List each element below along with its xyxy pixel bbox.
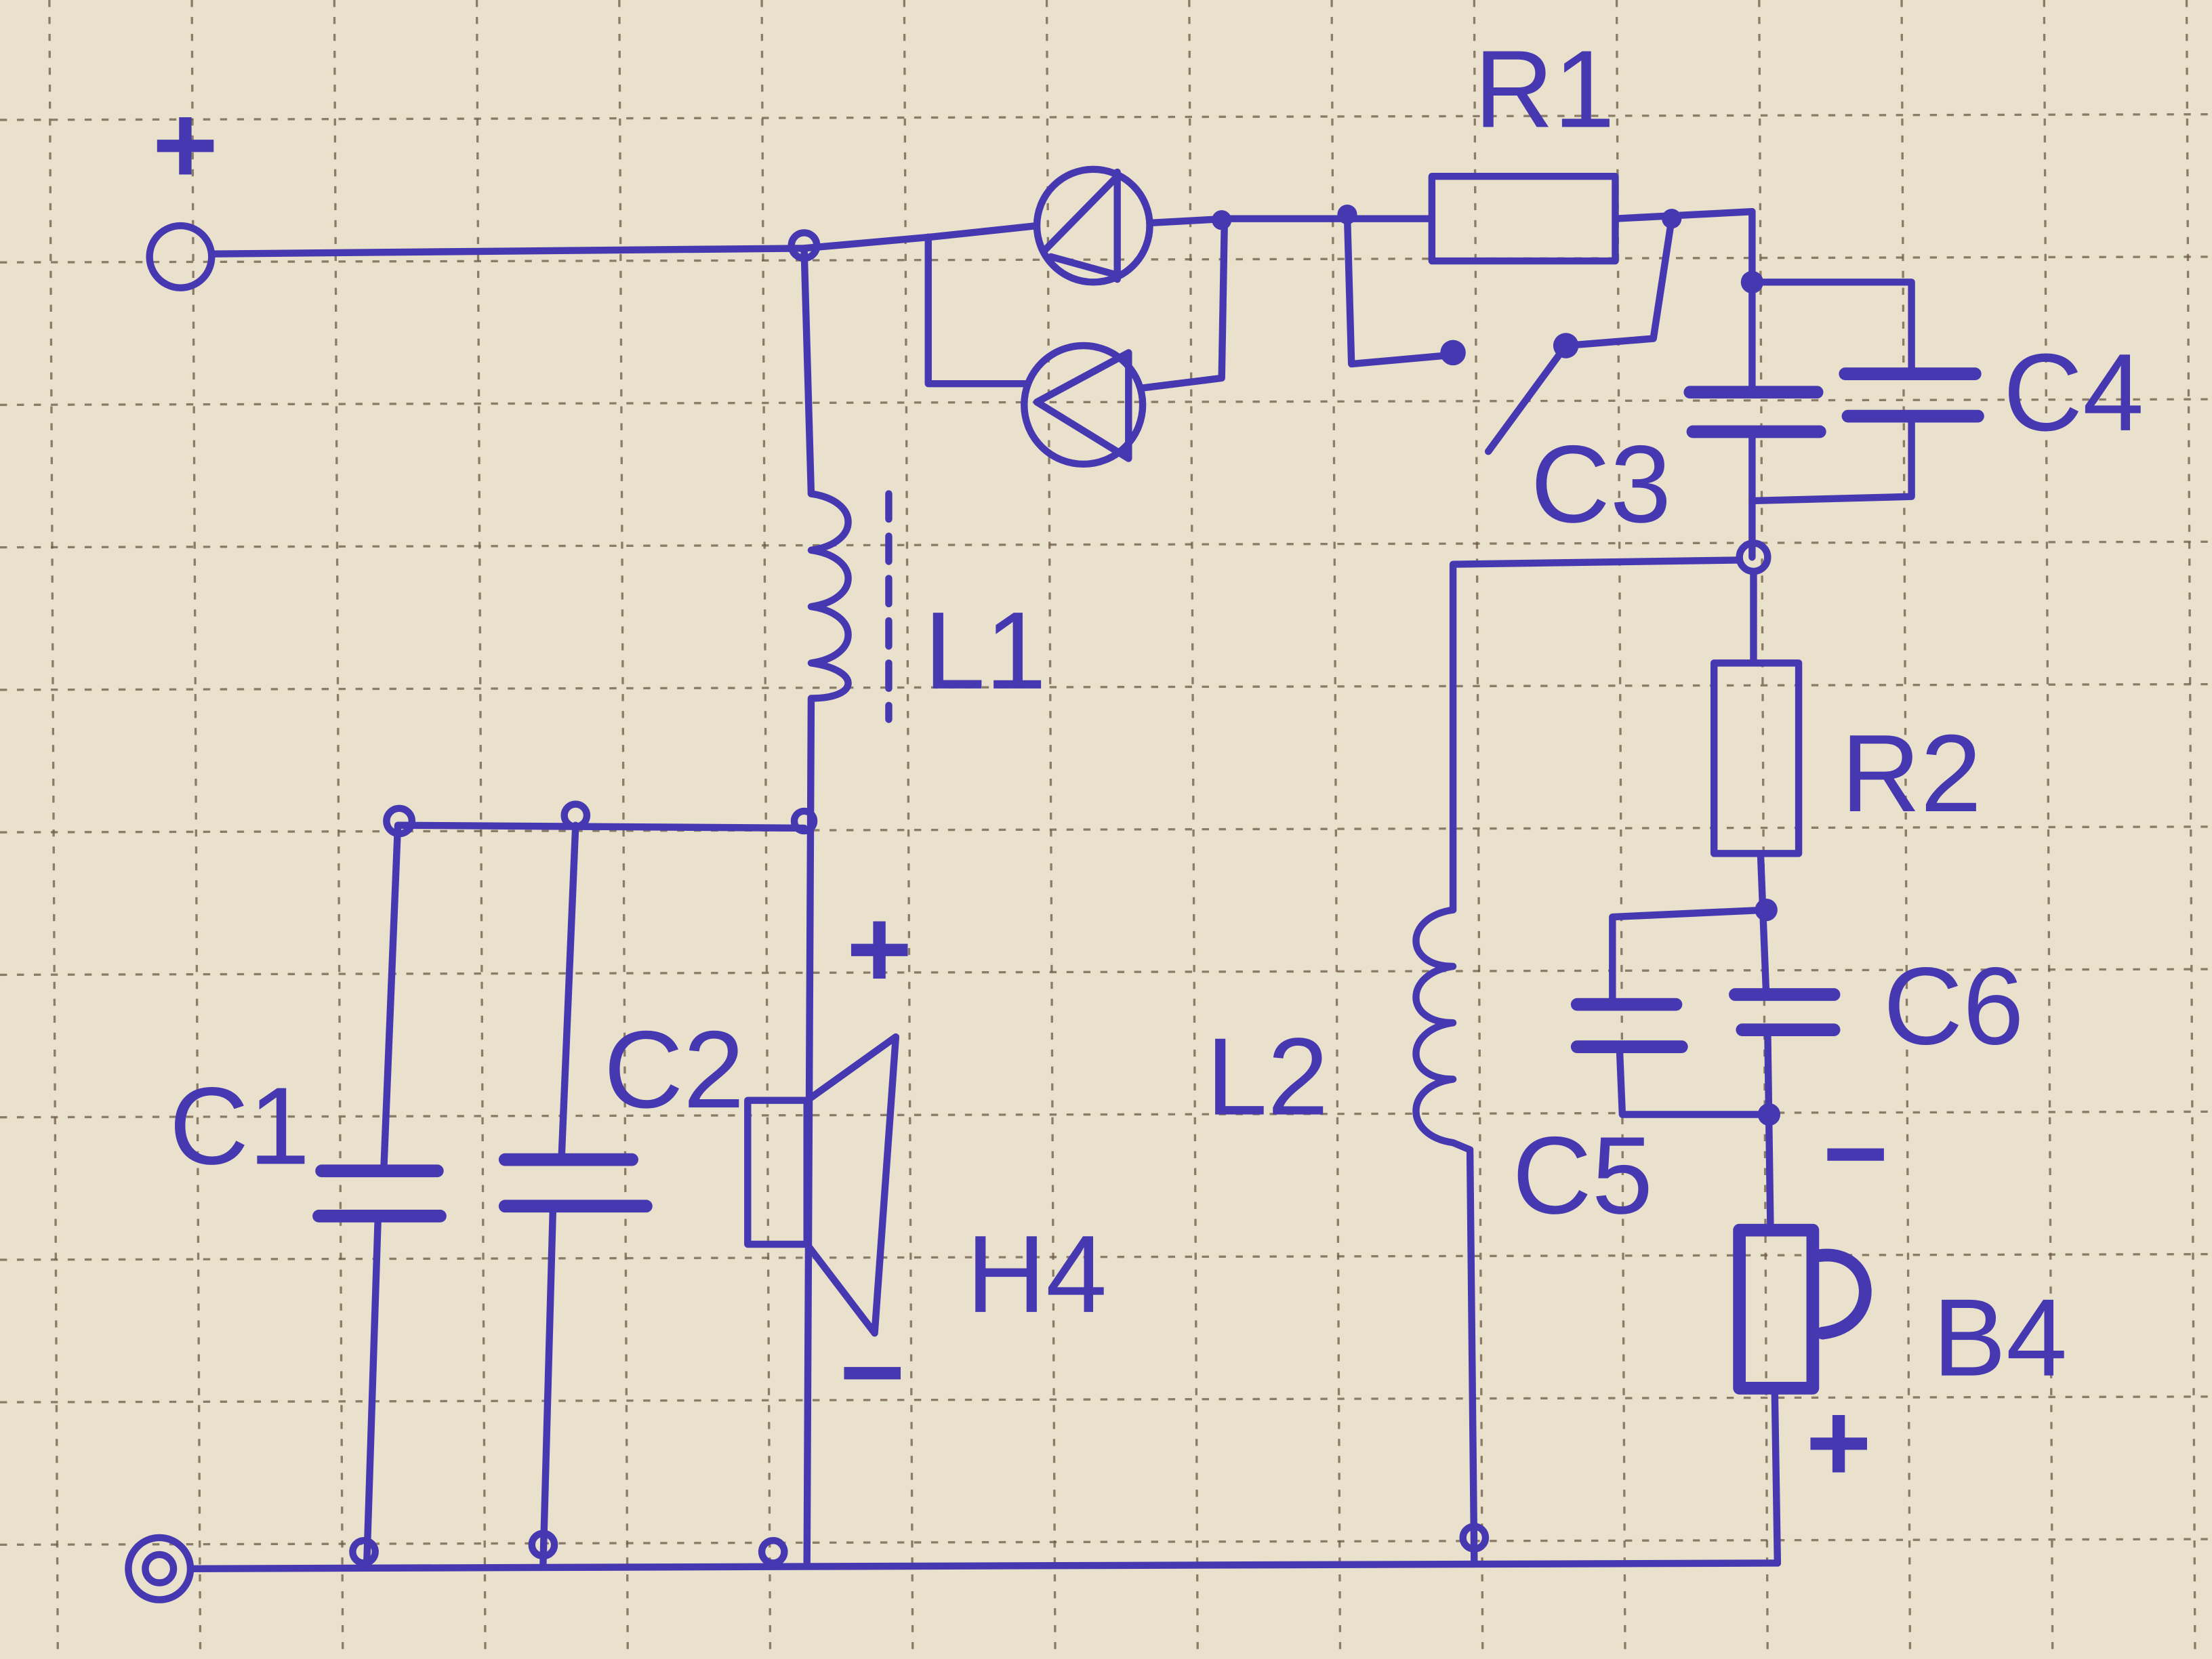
grid-line-horizontal [0,1538,2212,1547]
capacitor-c5: C5 [1513,906,1773,1237]
grid-line-horizontal [0,968,2212,977]
diode-lower-icon [1021,342,1147,468]
speaker-h4: + − H4 [744,886,1107,1435]
label-l2: L2 [1206,1015,1329,1138]
grid-line-horizontal [0,825,2212,834]
label-c6: C6 [1883,945,2024,1067]
label-c1: C1 [169,1065,310,1187]
grid-line-horizontal [0,398,2212,407]
input-terminal-positive: + [146,82,218,291]
capacitor-c4: C4 [1748,279,2144,505]
label-c2: C2 [604,1008,745,1131]
diode-pair [924,165,1351,468]
microphone-b4: − + B4 [1733,1090,2068,1567]
capacitor-c3: C3 [1531,208,1826,561]
grid-line-horizontal [0,1252,2212,1261]
grid-line-vertical [475,0,487,1659]
label-r1: R1 [1474,28,1615,150]
resistor-r1: R1 [1343,28,1756,265]
grid-line-vertical [1900,0,1912,1659]
input-terminal-ground [125,1534,194,1603]
switch [1337,204,1682,455]
grid-line-horizontal [0,540,2212,549]
top-rail-wire [208,233,935,258]
resistor-r2: R2 [1710,567,1982,998]
inductor-l2: L2 [1206,556,1743,1567]
grid-line-vertical [48,0,60,1659]
grid-line-horizontal [0,1395,2212,1404]
label-c3: C3 [1531,423,1672,546]
grid-line-vertical [2185,0,2196,1659]
grid-line-horizontal [0,682,2212,691]
h4-plus-sign: + [846,886,912,1012]
grid-line-vertical [1615,0,1626,1659]
grid-line-vertical [903,0,914,1659]
b4-plus-sign: + [1805,1380,1871,1506]
grid-line-horizontal [0,255,2212,264]
grid-line-vertical [190,0,202,1659]
input-plus-sign: + [152,82,218,208]
capacitor-c2: C2 [498,800,745,1567]
label-c4: C4 [2003,331,2144,454]
h4-minus-sign: − [840,1309,905,1435]
grid-line-vertical [2043,0,2054,1659]
inductor-l1: L1 [787,229,1046,1567]
bottom-rail-wire [186,1559,1782,1572]
label-l1: L1 [924,590,1046,712]
capacitor-c1: C1 [169,804,808,1567]
grid-line-vertical [1188,0,1199,1659]
b4-minus-sign: − [1822,1090,1888,1216]
grid-line-horizontal [0,112,2212,121]
grid-line-horizontal [0,1110,2212,1119]
label-c5: C5 [1513,1114,1654,1237]
label-r2: R2 [1841,712,1982,835]
grid-line-vertical [333,0,344,1659]
grid-line-vertical [1330,0,1342,1659]
capacitor-c6: C6 [1729,899,2024,1231]
label-h4: H4 [966,1213,1107,1336]
label-b4: B4 [1933,1277,2068,1399]
grid-line-vertical [1758,0,1769,1659]
